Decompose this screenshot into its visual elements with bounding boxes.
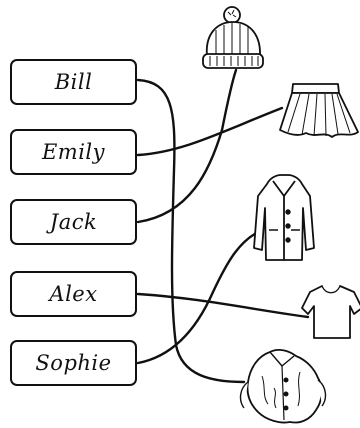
name-box-emily[interactable]: Emily <box>10 129 137 175</box>
name-box-bill[interactable]: Bill <box>10 59 137 105</box>
line-alex-tshirt[interactable] <box>136 292 310 319</box>
name-label-emily: Emily <box>41 140 106 164</box>
name-label-sophie: Sophie <box>35 351 112 375</box>
crumpled-shirt-icon[interactable] <box>239 349 327 424</box>
line-sophie-coat[interactable] <box>136 228 264 365</box>
name-box-jack[interactable]: Jack <box>10 199 137 245</box>
name-label-alex: Alex <box>49 282 98 306</box>
tshirt-icon[interactable] <box>301 285 360 339</box>
name-label-jack: Jack <box>49 210 98 234</box>
name-box-alex[interactable]: Alex <box>10 271 137 317</box>
line-jack-hat[interactable] <box>136 68 238 224</box>
line-bill-shirt[interactable] <box>136 78 246 384</box>
skirt-icon[interactable] <box>279 83 359 138</box>
line-emily-skirt[interactable] <box>136 106 284 157</box>
knit-hat-icon[interactable] <box>202 6 264 69</box>
name-box-sophie[interactable]: Sophie <box>10 340 137 386</box>
coat-icon[interactable] <box>253 174 315 261</box>
name-label-bill: Bill <box>54 70 93 94</box>
